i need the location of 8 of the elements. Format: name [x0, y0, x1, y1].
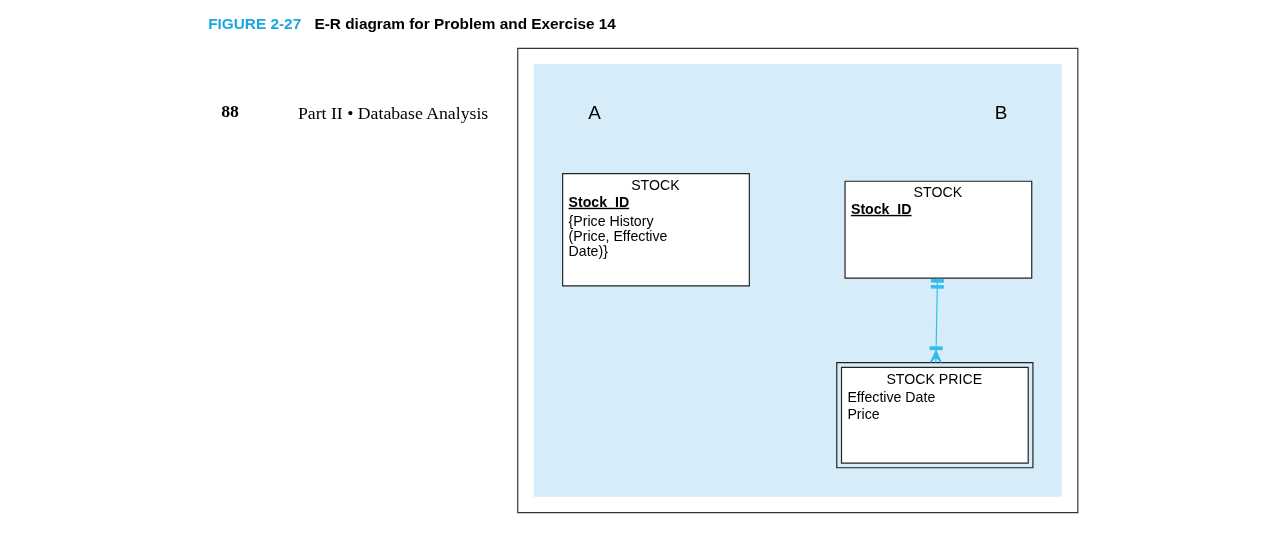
- label: 88: [220, 101, 239, 122]
- node-box: STOCK PRICE Effective Date Price: [835, 362, 1033, 469]
- node-box: STOCK Stock_ID {Price History (Price, Effective Date)}: [561, 172, 750, 287]
- label: Part II • Database Analysis: [297, 102, 488, 123]
- caption: FIGURE 2-27 E-R diagram for Problem and Exercise 14: [207, 14, 616, 32]
- node-box: STOCK Stock_ID: [843, 180, 1032, 279]
- label: A: [587, 101, 601, 123]
- label: B: [994, 101, 1007, 123]
